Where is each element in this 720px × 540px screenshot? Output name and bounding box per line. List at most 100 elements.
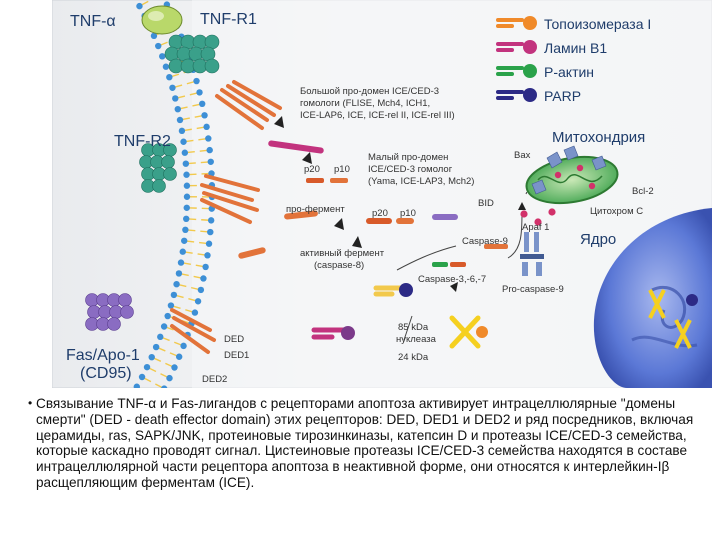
label-p10-top: p10: [334, 164, 350, 175]
lipid-head: [180, 138, 187, 145]
lipid-head: [136, 2, 143, 10]
lipid-head: [183, 182, 191, 189]
lipid-head: [174, 105, 181, 113]
label-ded: DED: [224, 334, 244, 345]
lipid-head: [207, 158, 214, 165]
label-ded2: DED2: [202, 374, 227, 385]
label-prodomain-large-2: гомологи (FLISE, Mch4, ICH1,: [300, 98, 430, 109]
caption-text: Связывание TNF-α и Fas-лигандов с рецепт…: [36, 396, 694, 490]
lipid-head: [207, 217, 215, 224]
lipid-head: [205, 135, 212, 142]
label-prodomain-small-2: ICE/CED-3 гомолог: [368, 164, 453, 175]
lipid-head: [197, 286, 205, 294]
label-cd95: (CD95): [80, 365, 132, 382]
lipid-head: [201, 112, 208, 119]
legend-item: Ламин В1: [496, 40, 607, 56]
lipid-head: [157, 333, 164, 341]
lipid-head: [199, 100, 206, 108]
lipid-head: [178, 127, 186, 135]
legend-item: Топоизомераза I: [496, 16, 651, 32]
lipid-head: [171, 364, 178, 371]
lipid-head: [138, 373, 146, 381]
lipid-head: [205, 240, 213, 247]
label-prodomain-large-1: Большой про-домен ICE/CED-3: [300, 86, 439, 97]
lipid-head: [200, 275, 207, 282]
lipid-head: [143, 363, 151, 371]
lipid-head: [183, 193, 191, 200]
lipid-head: [155, 42, 162, 50]
lipid-head: [204, 252, 211, 259]
lipid-head: [164, 312, 171, 320]
tnf-r2-receptor: [139, 143, 260, 224]
legend-swatch: [523, 88, 537, 102]
lipid-head: [206, 146, 213, 154]
label-p10-mid: p10: [400, 208, 416, 219]
legend-item: Р-актин: [496, 64, 594, 80]
lipid-head: [167, 302, 175, 309]
mitochondrion: [520, 145, 619, 226]
lipid-head: [196, 89, 203, 96]
label-24kda: 24 kDa: [398, 352, 429, 363]
substrate-lamin: [311, 326, 355, 340]
caption-bullet: •: [28, 396, 33, 410]
label-prodomain-large-3: ICE-LAP6, ICE, ICE-rel II, ICE-rel III): [300, 110, 455, 121]
lipid-head: [169, 84, 176, 91]
lipid-head: [207, 228, 214, 236]
label-proenzyme: про-фермент: [286, 204, 345, 215]
lipid-head: [177, 259, 185, 266]
lipid-head: [166, 73, 173, 81]
legend-label: PARP: [544, 88, 581, 104]
label-85kda: 85 kDa: [398, 322, 429, 333]
label-caspase367: Caspase-3,-6,-7: [418, 274, 486, 285]
label-bcl2: Bcl-2: [632, 186, 654, 197]
substrate-parp: [373, 283, 413, 297]
lipid-head: [181, 237, 188, 244]
label-apaf1: Apaf 1: [522, 222, 549, 233]
lipid-head: [191, 309, 199, 316]
lipid-head: [172, 95, 179, 102]
apoptosome: [520, 232, 544, 276]
label-ded1: DED1: [224, 350, 249, 361]
lipid-head: [179, 248, 186, 255]
label-tnf-alpha: TNF-α: [70, 13, 116, 30]
legend-label: Ламин В1: [544, 40, 607, 56]
label-cytochrome-c: Цитохром С: [590, 206, 643, 217]
label-caspase9: Caspase-9: [462, 236, 508, 247]
lipid-head: [182, 226, 189, 233]
lipid-head: [183, 171, 190, 178]
lipid-head: [181, 149, 189, 156]
lipid-head: [194, 298, 202, 305]
lipid-head: [148, 353, 155, 361]
lipid-head: [183, 204, 190, 211]
label-tnf-r2: TNF-R2: [114, 133, 171, 150]
lipid-head: [180, 342, 187, 350]
legend-label: Р-актин: [544, 64, 594, 80]
lipid-head: [166, 374, 173, 382]
label-active-enzyme-1: активный фермент: [300, 248, 385, 259]
nucleus: [593, 208, 712, 388]
caspase-fragments: [238, 140, 508, 267]
legend-swatch: [523, 16, 537, 30]
lipid-head: [159, 53, 166, 60]
tnf-r1-receptor: [164, 34, 282, 130]
label-mitochondria: Митохондрия: [552, 129, 645, 146]
label-procaspase9: Pro-caspase-9: [502, 284, 564, 295]
fas-receptor: [85, 293, 216, 354]
label-p20-mid: p20: [372, 208, 388, 219]
label-nuclease: нуклеаза: [396, 334, 437, 345]
lipid-head: [152, 343, 160, 351]
lipid-head: [162, 63, 170, 70]
lipid-head: [193, 77, 200, 85]
label-tnf-r1: TNF-R1: [200, 11, 257, 28]
lipid-head: [202, 263, 209, 271]
label-prodomain-small-3: (Yama, ICE-LAP3, Mch2): [368, 176, 474, 187]
lipid-head: [170, 291, 178, 299]
label-bax: Bax: [514, 150, 531, 161]
label-p20-top: p20: [304, 164, 320, 175]
lipid-head: [173, 280, 180, 288]
lipid-head: [183, 215, 190, 223]
label-bid: BID: [478, 198, 494, 209]
label-prodomain-small-1: Малый про-домен: [368, 152, 448, 163]
legend-swatch: [523, 40, 537, 54]
